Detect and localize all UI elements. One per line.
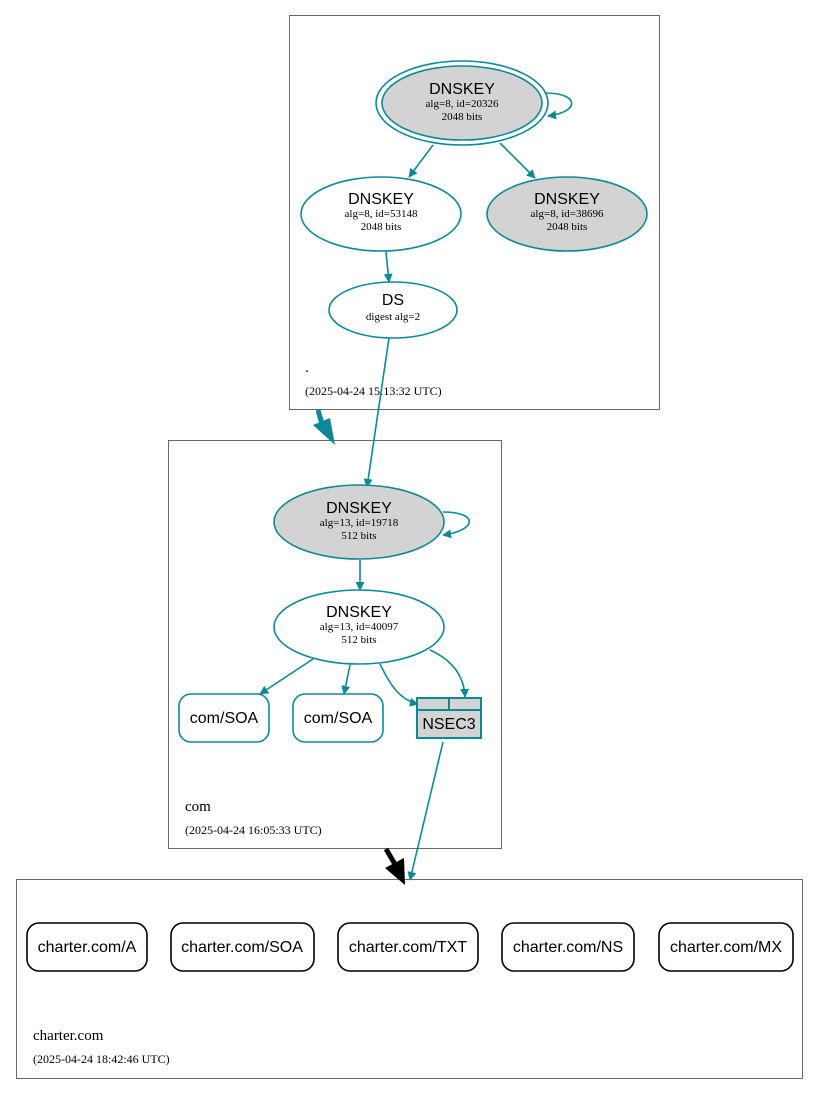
com-zsk-line2: 512 bits <box>341 634 376 646</box>
record-charter-soa-shape <box>170 922 315 972</box>
zone-time-root: (2025-04-24 15:13:32 UTC) <box>305 384 442 398</box>
root-zsk1-line1: alg=8, id=53148 <box>345 208 418 220</box>
node-root-ds[interactable]: DS digest alg=2 <box>328 281 458 339</box>
root-ds-line1: digest alg=2 <box>366 311 420 323</box>
record-charter-ns-label: charter.com/NS <box>513 939 623 956</box>
root-zsk2-title: DNSKEY <box>534 191 600 208</box>
zone-box-root <box>289 15 660 410</box>
edge-com-zsk-soa1 <box>259 658 314 695</box>
root-ksk-line2: 2048 bits <box>442 111 483 123</box>
zone-time-com: (2025-04-24 16:05:33 UTC) <box>185 823 322 837</box>
root-zsk2-shape <box>486 176 648 252</box>
node-root-ksk[interactable]: DNSKEY alg=8, id=20326 2048 bits <box>375 60 549 146</box>
com-zsk-title: DNSKEY <box>326 604 392 621</box>
record-charter-a-shape <box>26 922 148 972</box>
root-ksk-title: DNSKEY <box>429 81 495 98</box>
com-soa-1-label: com/SOA <box>190 710 259 727</box>
record-charter-mx-shape <box>658 922 794 972</box>
root-ksk-shape <box>381 65 543 141</box>
record-charter-ns-shape <box>501 922 635 972</box>
zone-name-root: . <box>305 360 309 376</box>
record-charter-soa-label: charter.com/SOA <box>181 939 303 956</box>
com-zsk-shape <box>273 589 445 665</box>
edge-com-ksk-self <box>442 511 471 539</box>
record-charter-mx[interactable]: charter.com/MX <box>658 922 794 972</box>
zone-box-charter <box>16 879 803 1079</box>
record-charter-a-label: charter.com/A <box>38 939 137 956</box>
record-charter-a[interactable]: charter.com/A <box>26 922 148 972</box>
com-soa-2-shape <box>292 693 384 743</box>
edge-nsec3-charter <box>407 741 444 881</box>
record-charter-mx-label: charter.com/MX <box>670 939 782 956</box>
node-nsec3[interactable]: NSEC3 <box>416 697 482 739</box>
record-charter-txt-label: charter.com/TXT <box>349 939 467 956</box>
node-com-zsk[interactable]: DNSKEY alg=13, id=40097 512 bits <box>273 589 445 665</box>
edge-root-ksk-zsk1 <box>408 144 434 178</box>
record-charter-txt-shape <box>337 922 479 972</box>
record-charter-soa[interactable]: charter.com/SOA <box>170 922 315 972</box>
root-ds-shape <box>328 281 458 339</box>
com-ksk-title: DNSKEY <box>326 500 392 517</box>
zone-name-charter: charter.com <box>33 1028 104 1044</box>
zone-name-com: com <box>185 799 211 815</box>
node-root-zsk1[interactable]: DNSKEY alg=8, id=53148 2048 bits <box>300 176 462 252</box>
node-com-soa-2[interactable]: com/SOA <box>292 693 384 743</box>
root-zsk2-line2: 2048 bits <box>547 221 588 233</box>
node-root-zsk2[interactable]: DNSKEY alg=8, id=38696 2048 bits <box>486 176 648 252</box>
node-com-ksk[interactable]: DNSKEY alg=13, id=19718 512 bits <box>273 484 445 560</box>
nsec3-label: NSEC3 <box>422 716 475 733</box>
edge-com-zsk-soa2 <box>341 664 351 695</box>
com-zsk-line1: alg=13, id=40097 <box>320 621 399 633</box>
edge-com-zsk-nsec3-b <box>429 649 470 698</box>
edge-root-zsk1-ds <box>383 251 393 283</box>
record-charter-txt[interactable]: charter.com/TXT <box>337 922 479 972</box>
node-com-soa-1[interactable]: com/SOA <box>178 693 270 743</box>
root-zsk2-line1: alg=8, id=38696 <box>531 208 604 220</box>
edge-com-zsk-nsec3-a <box>379 663 419 707</box>
com-soa-2-label: com/SOA <box>304 710 373 727</box>
delegation-com-charter-head <box>385 858 405 885</box>
zone-time-charter: (2025-04-24 18:42:46 UTC) <box>33 1052 170 1066</box>
root-ksk-outer-ring <box>375 60 549 146</box>
root-zsk1-title: DNSKEY <box>348 191 414 208</box>
com-ksk-line1: alg=13, id=19718 <box>320 517 399 529</box>
com-soa-1-shape <box>178 693 270 743</box>
edge-root-ksk-zsk2 <box>499 142 536 179</box>
root-zsk1-line2: 2048 bits <box>361 221 402 233</box>
root-ds-title: DS <box>382 292 404 309</box>
com-ksk-shape <box>273 484 445 560</box>
com-ksk-line2: 512 bits <box>341 530 376 542</box>
record-charter-ns[interactable]: charter.com/NS <box>501 922 635 972</box>
root-zsk1-shape <box>300 176 462 252</box>
edge-ds-com-ksk <box>363 337 390 488</box>
edge-root-ksk-self <box>544 92 573 120</box>
edges <box>259 92 573 885</box>
root-ksk-line1: alg=8, id=20326 <box>426 98 499 110</box>
zone-box-com <box>168 440 502 849</box>
delegation-root-com-head <box>313 418 335 445</box>
